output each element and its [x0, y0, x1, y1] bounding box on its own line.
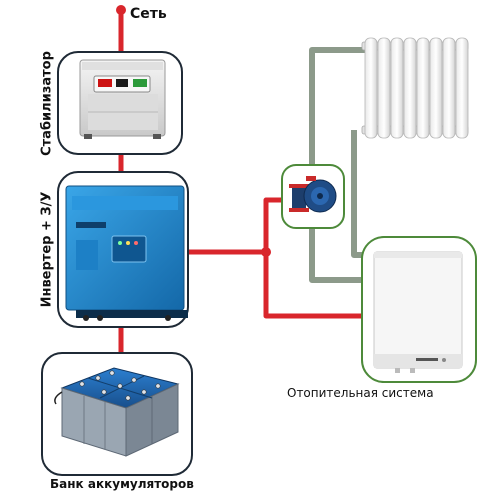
battery-bank-label: Банк аккумуляторов: [50, 477, 194, 491]
grid-terminal-dot: [116, 5, 126, 15]
electric-boiler-icon: [373, 251, 463, 373]
inverter-icon: [65, 185, 188, 321]
boiler-block: [361, 236, 477, 383]
power-lines: [118, 12, 362, 355]
pipe-supply: [309, 47, 365, 165]
pipe-return: [351, 130, 378, 258]
circulation-pump-icon: [289, 176, 337, 213]
battery-bank-icon: [54, 367, 180, 457]
battery-block: [41, 352, 193, 476]
grid-label: Сеть: [130, 6, 167, 22]
inverter-block: [57, 171, 189, 328]
radiator-icon: [361, 37, 469, 139]
stabilizer-icon: [79, 59, 166, 139]
pipe-pump-boiler: [309, 228, 378, 283]
line-bus-pump: [263, 197, 284, 252]
pump-block: [281, 164, 345, 229]
heating-system-label: Отопительная система: [287, 386, 434, 400]
line-bus-boiler: [263, 252, 362, 319]
stabilizer-block: [57, 51, 183, 155]
inverter-label: Инвертер + З/У: [39, 191, 55, 308]
stabilizer-label: Стабилизатор: [39, 51, 55, 156]
junction-dot: [261, 247, 271, 257]
